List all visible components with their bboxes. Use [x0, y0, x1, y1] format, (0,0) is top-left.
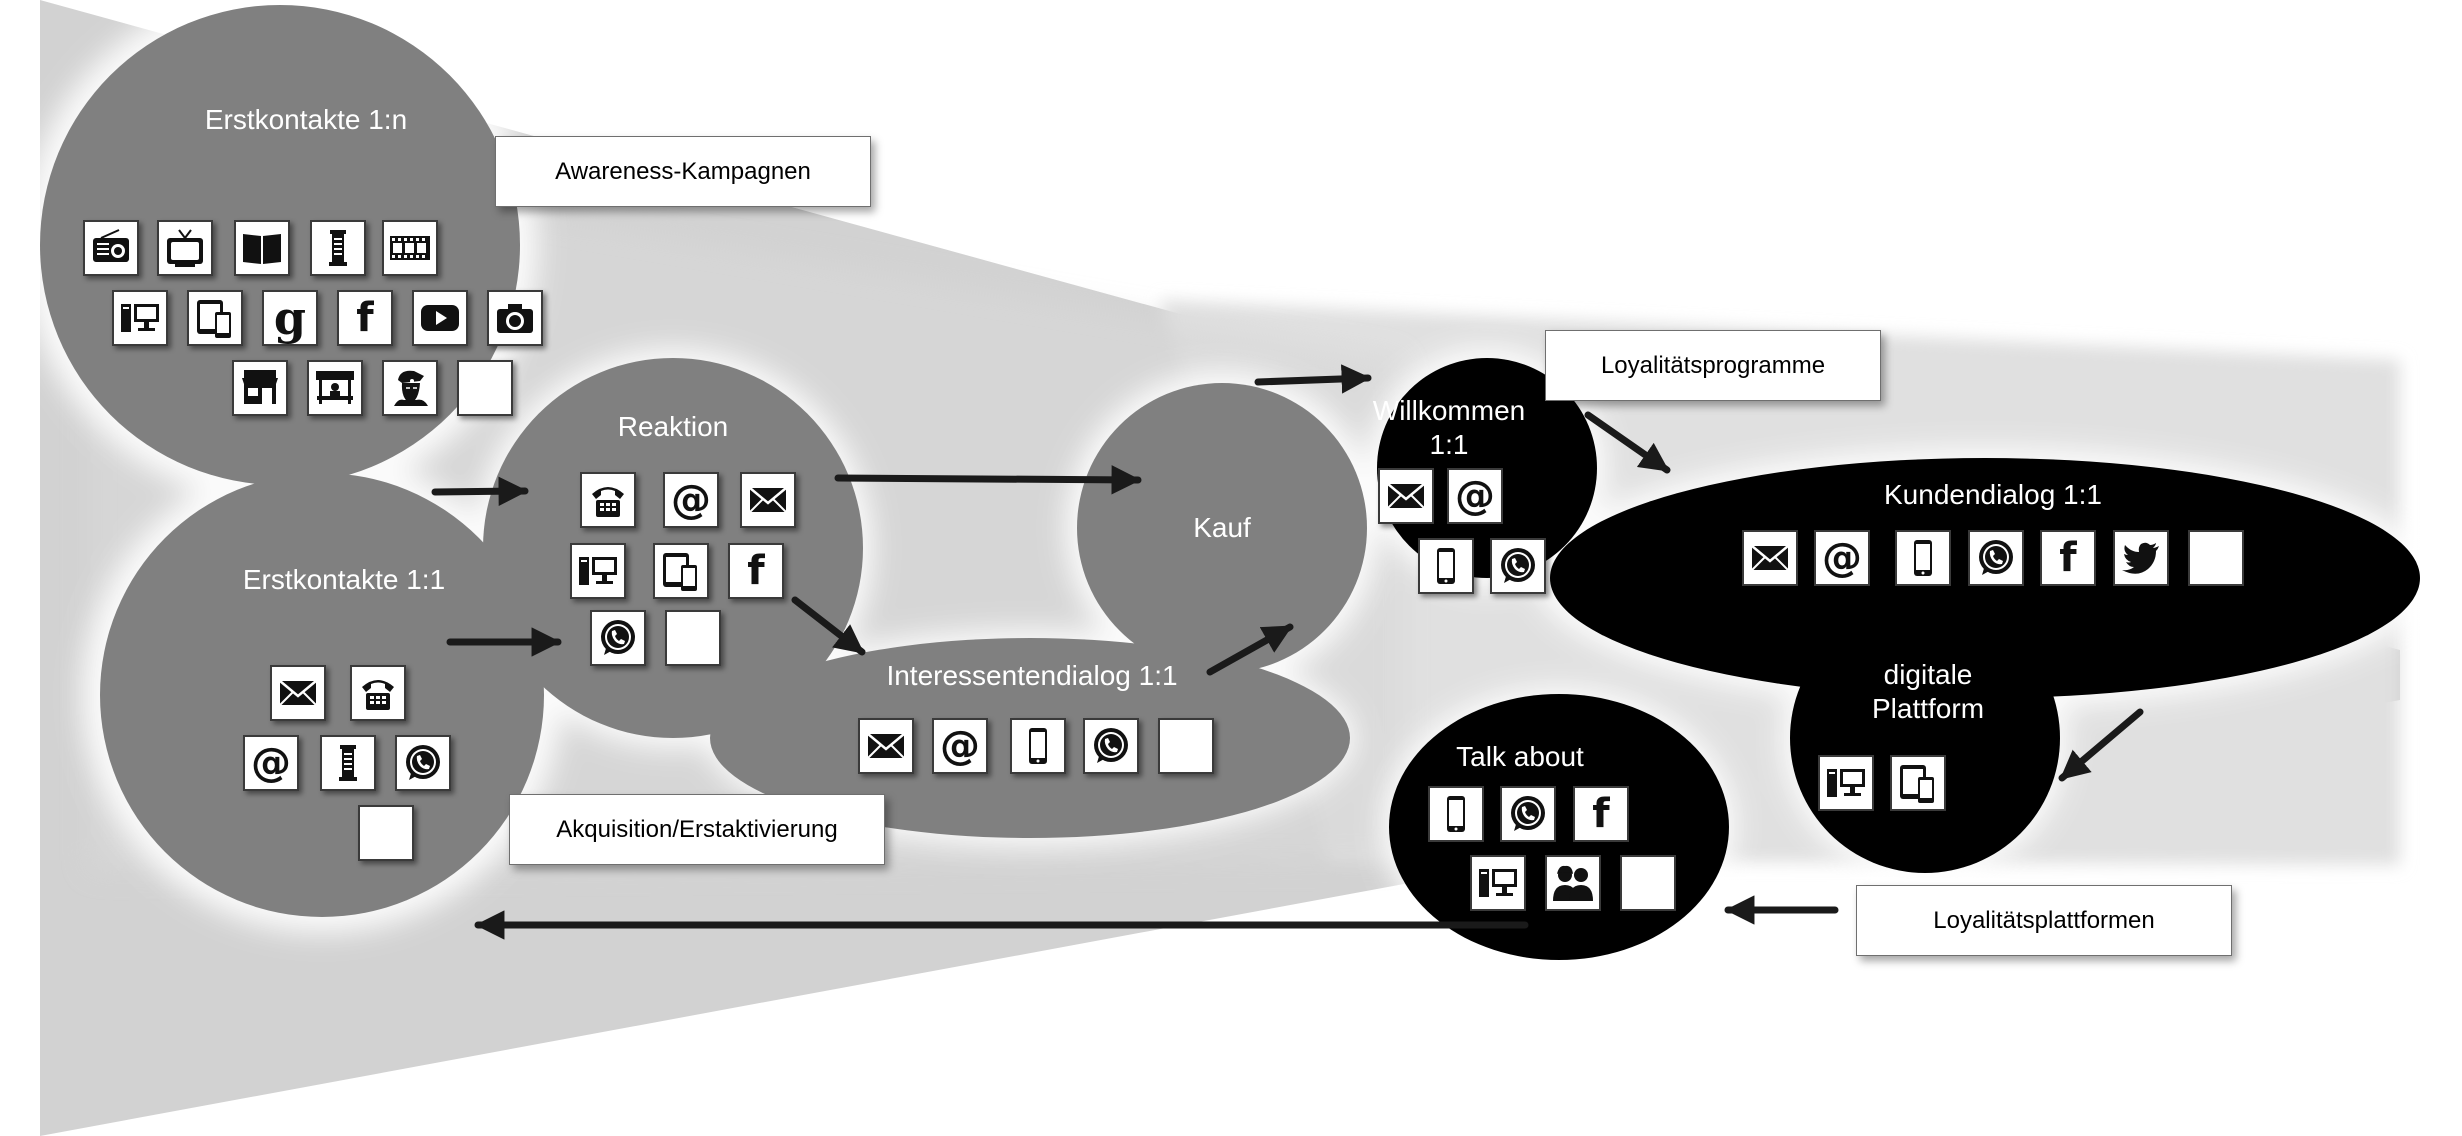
market-stall-icon [307, 360, 363, 416]
arrow-interessent-to-kauf [1206, 623, 1294, 676]
radio-icon [83, 220, 139, 276]
tablet-phone-icon [187, 290, 243, 346]
blank-icon [2188, 530, 2244, 586]
advertising-pillar-icon [310, 220, 366, 276]
youtube-icon [412, 290, 468, 346]
desktop-icon [1470, 855, 1526, 911]
envelope-icon [1378, 468, 1434, 524]
callout-akquisition: Akquisition/Erstaktivierung [509, 794, 885, 865]
title-reaktion: Reaktion [617, 411, 729, 442]
whatsapp-icon [1490, 538, 1546, 594]
flow-arrows [431, 364, 2144, 940]
arrow-reaktion-to-kauf [834, 465, 1142, 495]
telephone-icon [350, 665, 406, 721]
shop-icon [232, 360, 288, 416]
arrow-kauf-to-willkommen [1254, 364, 1372, 394]
at-icon: @ [1814, 530, 1870, 586]
camera-icon [487, 290, 543, 346]
envelope-icon [858, 718, 914, 774]
at-icon: @ [663, 472, 719, 528]
envelope-icon [740, 472, 796, 528]
arrow-willkommen-to-kundendialog [1584, 411, 1671, 474]
whatsapp-icon [1968, 530, 2024, 586]
telephone-icon [580, 472, 636, 528]
whatsapp-icon [395, 735, 451, 791]
twitter-icon [2113, 530, 2169, 586]
blank-icon [1158, 718, 1214, 774]
smartphone-icon [1010, 718, 1066, 774]
title-kundendialog: Kundendialog 1:1 [1884, 479, 2102, 510]
blank-icon [457, 360, 513, 416]
blank-icon [665, 610, 721, 666]
title-erstkontakte-1n: Erstkontakte 1:n [204, 104, 408, 135]
book-icon [234, 220, 290, 276]
arrow-1n-to-reaktion [431, 476, 529, 506]
desktop-icon [570, 543, 626, 599]
callout-loyalitaetsplattformen: Loyalitätsplattformen [1856, 885, 2232, 956]
at-icon: @ [932, 718, 988, 774]
people-icon [1545, 855, 1601, 911]
title-interessentendialog: Interessentendialog 1:1 [886, 660, 1178, 691]
whatsapp-icon [590, 610, 646, 666]
title-willkommen: Willkommen 1:1 [1372, 395, 1526, 460]
smartphone-icon [1428, 786, 1484, 842]
facebook-icon: f [337, 290, 393, 346]
facebook-icon: f [2040, 530, 2096, 586]
whatsapp-icon [1500, 786, 1556, 842]
title-talk-about: Talk about [1456, 741, 1584, 772]
title-kauf: Kauf [1193, 512, 1251, 543]
tablet-phone-icon [1890, 755, 1946, 811]
title-digitale-plattform: digitale Plattform [1871, 659, 1985, 724]
blank-icon [1620, 855, 1676, 911]
smartphone-icon [1895, 530, 1951, 586]
node-digitale-plattform [1790, 603, 2060, 873]
node-kauf [1077, 383, 1367, 673]
arrow-reaktion-to-interessent [791, 596, 866, 656]
tv-icon [157, 220, 213, 276]
facebook-icon: f [728, 543, 784, 599]
advertising-pillar-icon [320, 735, 376, 791]
blank-icon [358, 805, 414, 861]
whatsapp-icon [1083, 718, 1139, 774]
google-icon: g [262, 290, 318, 346]
smartphone-icon [1418, 538, 1474, 594]
title-erstkontakte-11: Erstkontakte 1:1 [242, 564, 446, 595]
desktop-icon [112, 290, 168, 346]
portrait-icon [382, 360, 438, 416]
callout-awareness: Awareness-Kampagnen [495, 136, 871, 207]
at-icon: @ [243, 735, 299, 791]
at-icon: @ [1447, 468, 1503, 524]
facebook-icon: f [1573, 786, 1629, 842]
tablet-phone-icon [653, 543, 709, 599]
film-icon [382, 220, 438, 276]
callout-loyalitaetsprogramme: Loyalitätsprogramme [1545, 330, 1881, 401]
arrow-kundendialog-to-plattform [2058, 708, 2144, 782]
envelope-icon [270, 665, 326, 721]
desktop-icon [1818, 755, 1874, 811]
envelope-icon [1742, 530, 1798, 586]
